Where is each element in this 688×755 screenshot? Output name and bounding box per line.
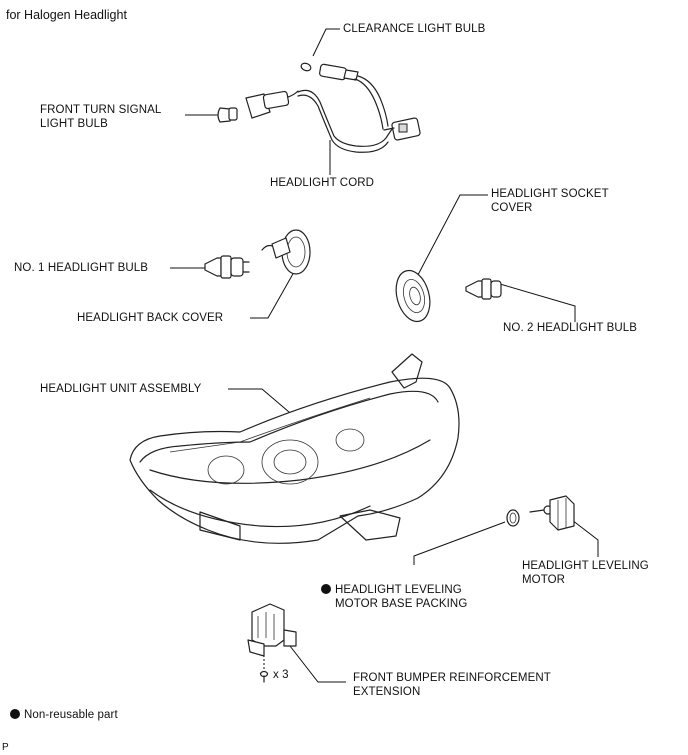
diagram-title: for Halogen Headlight — [6, 8, 127, 22]
leader-clearance-bulb — [312, 28, 340, 57]
no2-headlight-bulb-drawing — [465, 278, 502, 300]
bumper-reinforcement-extension-drawing — [247, 603, 297, 657]
label-packing-line1: HEADLIGHT LEVELING — [321, 583, 462, 597]
legend-dot-icon — [10, 709, 20, 719]
label-screw-count: x 3 — [273, 669, 289, 681]
leader-socket-cover — [409, 194, 488, 291]
headlight-back-cover-drawing — [261, 229, 311, 275]
label-bumper-ext-line1: FRONT BUMPER REINFORCEMENT — [353, 672, 551, 684]
leader-lines — [170, 28, 599, 683]
legend-non-reusable: Non-reusable part — [10, 708, 118, 722]
screw-drawing — [259, 670, 269, 683]
no1-headlight-bulb-drawing — [204, 255, 250, 279]
label-bumper-ext-line2: EXTENSION — [353, 686, 421, 698]
label-front-turn-signal-line1: FRONT TURN SIGNAL — [40, 104, 162, 116]
label-leveling-motor-line1: HEADLIGHT LEVELING — [522, 560, 649, 572]
leader-bumper-ext — [289, 645, 346, 683]
label-packing-line2: MOTOR BASE PACKING — [335, 598, 468, 610]
leader-back-cover — [250, 271, 295, 319]
leader-packing — [413, 521, 506, 565]
leader-no2-bulb — [499, 283, 576, 322]
headlight-leveling-motor-drawing — [529, 495, 575, 531]
label-no1-headlight-bulb: NO. 1 HEADLIGHT BULB — [14, 262, 149, 274]
label-front-turn-signal-line2: LIGHT BULB — [40, 118, 108, 130]
label-headlight-cord: HEADLIGHT CORD — [270, 177, 375, 189]
headlight-unit-assembly-drawing — [129, 353, 460, 544]
leveling-motor-packing-drawing — [506, 509, 520, 527]
leader-unit-assembly — [228, 388, 297, 419]
label-socket-cover-line2: COVER — [491, 202, 533, 214]
corner-mark: P — [2, 742, 9, 753]
leader-leveling-motor — [571, 519, 599, 557]
clearance-light-bulb-drawing — [300, 62, 312, 72]
label-headlight-unit-assembly: HEADLIGHT UNIT ASSEMBLY — [40, 383, 202, 395]
label-leveling-motor-line2: MOTOR — [522, 574, 566, 586]
label-no2-headlight-bulb: NO. 2 HEADLIGHT BULB — [503, 322, 638, 334]
label-socket-cover-line1: HEADLIGHT SOCKET — [491, 188, 609, 200]
headlight-cord-drawing — [217, 63, 421, 153]
label-headlight-back-cover: HEADLIGHT BACK COVER — [77, 312, 224, 324]
label-clearance-light-bulb: CLEARANCE LIGHT BULB — [343, 23, 486, 35]
non-reusable-dot-icon — [321, 584, 331, 594]
headlight-socket-cover-drawing — [395, 269, 431, 323]
